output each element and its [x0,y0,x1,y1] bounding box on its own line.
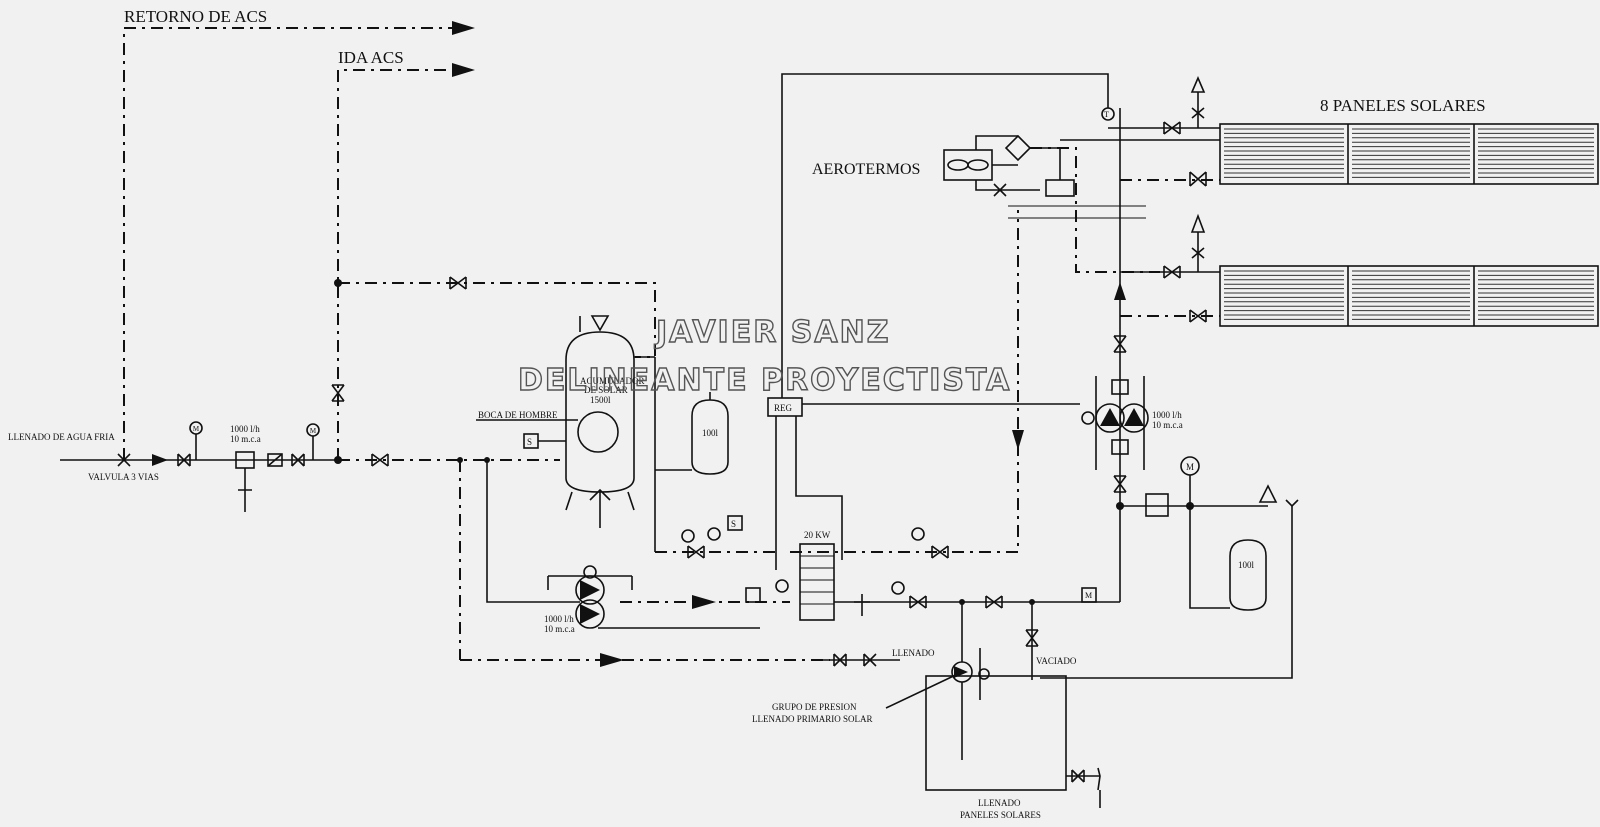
label-acumulador-3: 1500l [590,395,611,405]
label-deposito-1: 100l [702,428,719,438]
label-retorno-acs: RETORNO DE ACS [124,7,267,26]
label-presion-1: 10 m.c.a [230,434,261,444]
label-acumulador-2: DE SOLAR [584,385,628,395]
aerotermo-unit [943,134,1160,273]
label-valvula-3-vias: VALVULA 3 VIAS [88,472,159,482]
label-caudal-1: 1000 l/h [230,424,260,434]
plate-heat-exchanger [775,543,835,621]
label-grupo-presion-1: GRUPO DE PRESION [772,702,857,712]
cold-water-line: M M [60,421,560,512]
solar-accumulator-tank [476,315,655,528]
recirculation-line [331,276,656,402]
label-paneles-solares: 8 PANELES SOLARES [1320,96,1486,115]
label-boca-hombre: BOCA DE HOMBRE [478,410,558,420]
label-llenado-paneles-2: PANELES SOLARES [960,810,1041,820]
label-vaciado: VACIADO [1036,656,1077,666]
svg-text:M: M [193,425,200,433]
label-acumulador-1: ACUMULADOR [580,376,645,386]
primary-return-line [834,581,1120,680]
label-caudal-3: 1000 l/h [1152,410,1182,420]
label-thermometer: T [1104,110,1109,119]
primary-pump-group [459,460,830,667]
label-presion-3: 10 m.c.a [1152,420,1183,430]
solar-primary-pump [1081,108,1149,602]
label-sensor-s1: S [527,437,532,447]
secondary-loop [655,210,1024,559]
solar-panel-row-top [1219,123,1599,185]
solar-panel-feed [1060,75,1220,323]
label-meter-m: M [1085,591,1092,600]
label-ida-acs: IDA ACS [338,48,404,67]
label-caudal-2: 1000 l/h [544,614,574,624]
svg-text:M: M [1186,462,1194,472]
label-grupo-presion-2: LLENADO PRIMARIO SOLAR [752,714,873,724]
label-presion-2: 10 m.c.a [544,624,575,634]
label-llenado-paneles-1: LLENADO [978,798,1021,808]
label-reg: REG [774,403,793,413]
watermark-name: JAVIER SANZ [654,315,890,350]
expansion-tank-right: M [1040,456,1299,679]
label-deposito-2: 100l [1238,560,1255,570]
svg-text:M: M [310,427,317,435]
acs-supply-line [337,63,475,460]
watermark-title: DELINEANTE PROYECTISTA [518,363,1011,398]
solar-panel-stripes [1224,128,1594,320]
expansion-tank-left [654,357,729,552]
filling-pump-group [820,602,1101,808]
label-aerotermos: AEROTERMOS [812,161,920,178]
regulator-wiring [767,73,1115,570]
solar-panel-row-bottom [1219,265,1599,327]
label-sensor-s2: S [731,519,736,529]
label-llenado: LLENADO [892,648,935,658]
acs-return-line [123,21,475,460]
label-potencia: 20 KW [804,530,831,540]
label-llenado-agua-fria: LLENADO DE AGUA FRIA [8,432,115,442]
